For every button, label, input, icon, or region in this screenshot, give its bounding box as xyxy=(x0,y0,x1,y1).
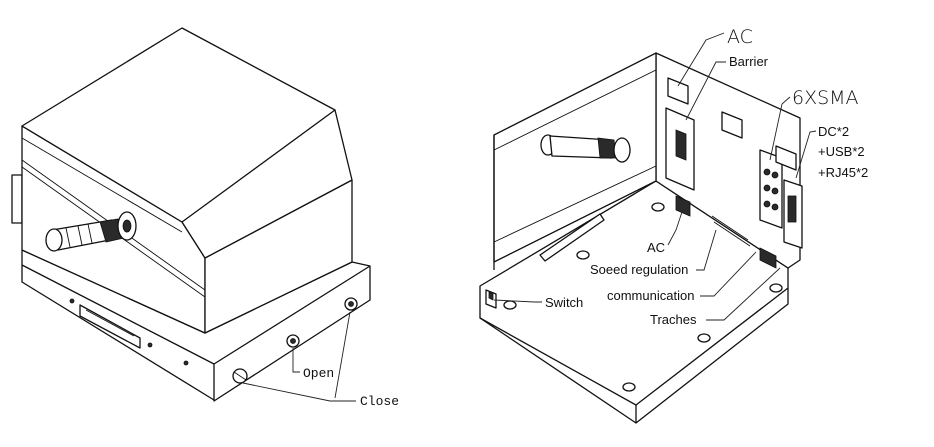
open-enclosure-drawing: AC Barrier 6XSMA DC*2 +USB*2 +RJ45*2 AC … xyxy=(479,26,868,424)
open-leader-line xyxy=(292,348,300,373)
label-open: Open xyxy=(303,366,334,381)
label-rj45: +RJ45*2 xyxy=(818,165,868,180)
label-traches: Traches xyxy=(650,312,697,327)
label-communication: communication xyxy=(607,288,694,303)
side-handle xyxy=(45,211,137,252)
label-ac-bottom: AC xyxy=(647,240,665,255)
label-usb: +USB*2 xyxy=(818,144,865,159)
switch-part xyxy=(485,289,497,309)
label-switch: Switch xyxy=(545,295,583,310)
open-side-handle xyxy=(540,134,631,163)
latch-open xyxy=(286,297,358,348)
label-dc: DC*2 xyxy=(818,124,849,139)
label-close: Close xyxy=(360,394,399,409)
label-barrier: Barrier xyxy=(729,54,769,69)
label-ac-top: AC xyxy=(727,26,753,48)
label-speed-regulation: Soeed regulation xyxy=(590,262,688,277)
latch-close xyxy=(232,368,248,384)
closed-enclosure-drawing: Open Close xyxy=(11,27,399,409)
label-sma: 6XSMA xyxy=(792,87,859,109)
close-leader-line xyxy=(242,311,356,402)
